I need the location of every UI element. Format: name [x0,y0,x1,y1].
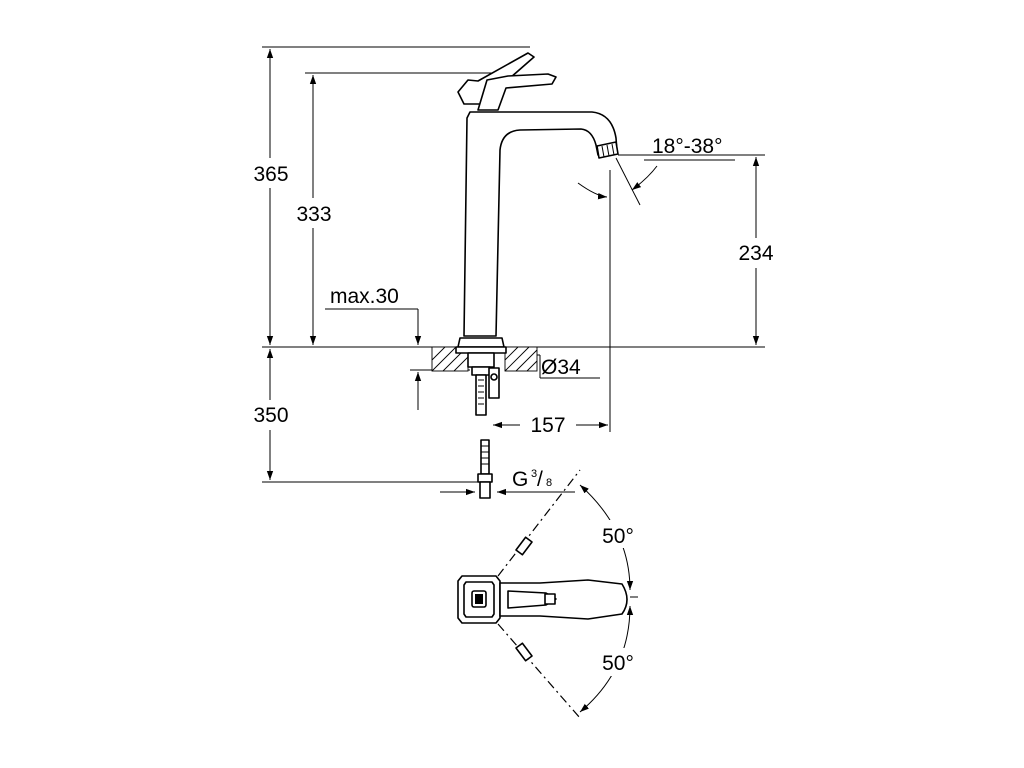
lever-angle-down-label: 50° [602,652,634,675]
dimension-spray-angle: 18°-38° [577,135,735,206]
dimension-outlet-height: 234 [728,157,784,345]
dimension-spout-height: 333 [288,75,340,345]
lever-angle-up-label: 50° [602,525,634,548]
connection-thread-main: G [512,468,528,491]
dimension-below-deck: 350 [244,349,298,480]
dimension-lever-angle-up: 50° [579,484,638,591]
lever-swing-lines [497,469,581,719]
max-deck-label: max.30 [330,285,399,308]
deck-section [431,346,538,372]
dimension-connection-thread: G 3 / 8 [440,468,575,496]
spout-reach-label: 157 [530,414,565,437]
below-deck-label: 350 [253,404,288,427]
dimension-total-height: 365 [244,49,298,345]
dimension-spout-reach: 157 [493,410,608,438]
bore-diameter-label: Ø34 [541,356,581,379]
connection-thread-slash: / [537,468,543,491]
dimension-max-deck: max.30 [325,285,422,410]
total-height-label: 365 [253,163,288,186]
dimension-lever-angle-down: 50° [579,605,638,713]
spout-height-label: 333 [296,203,331,226]
connection-thread-denominator: 8 [546,477,552,489]
spray-angle-label: 18°-38° [652,135,723,158]
lever-top-view [457,575,628,624]
outlet-height-label: 234 [738,242,773,265]
mounting-hardware [467,352,500,499]
faucet-body [455,52,619,354]
connection-thread-numerator: 3 [531,468,537,480]
